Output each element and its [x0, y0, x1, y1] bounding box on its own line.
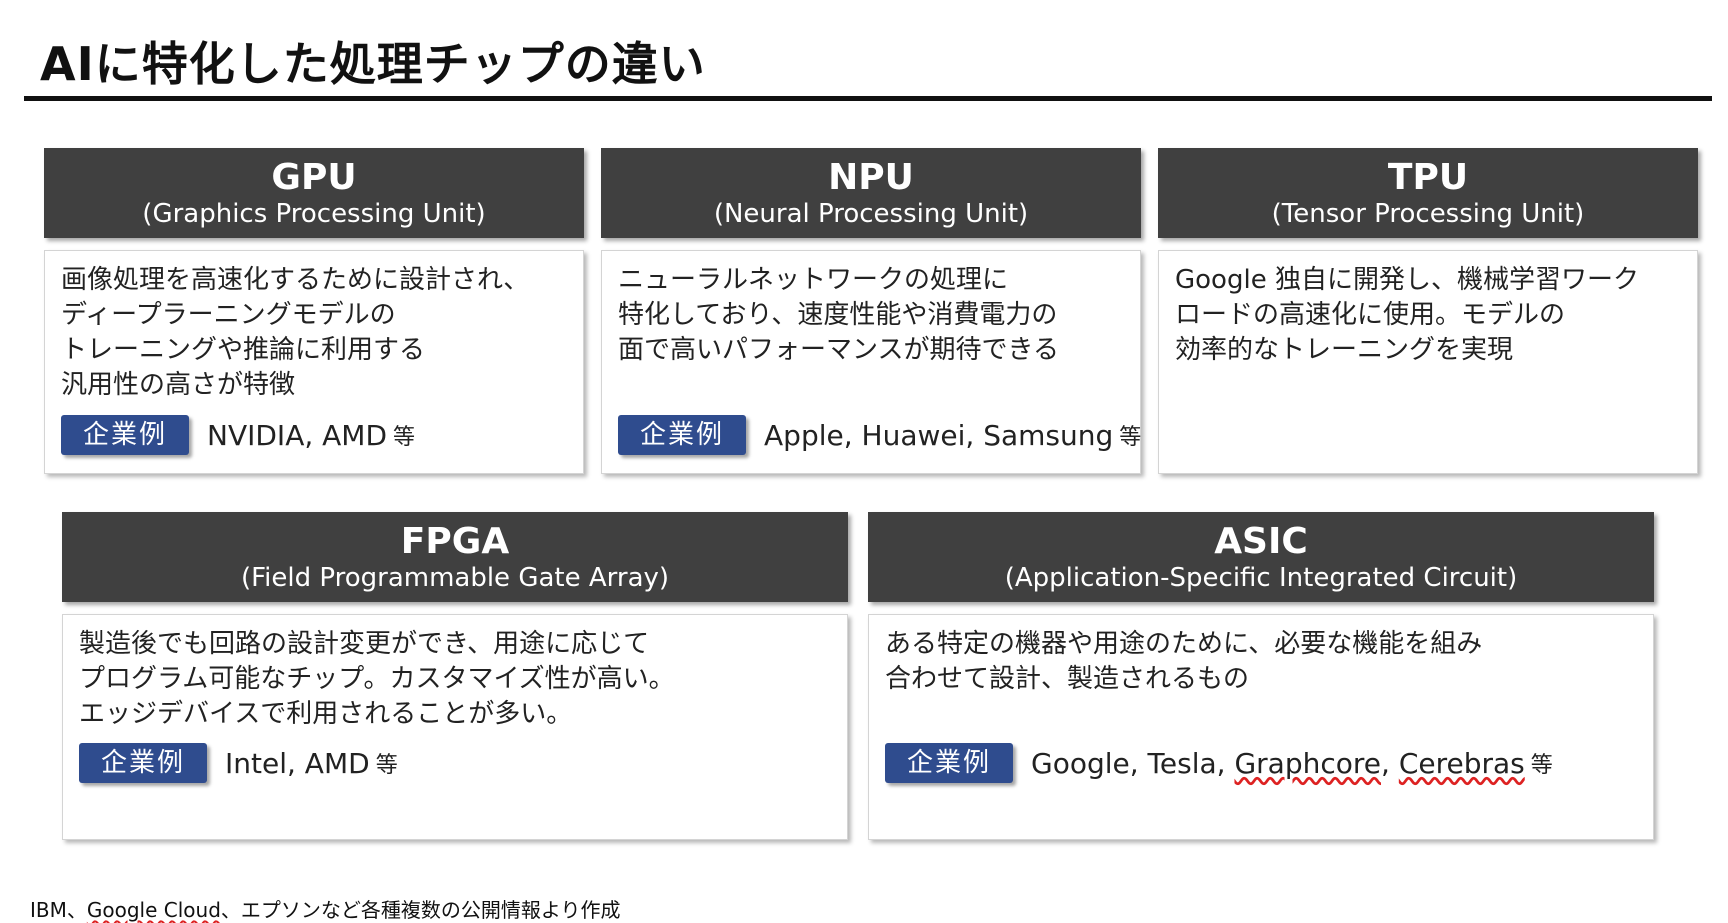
description-line: 合わせて設計、製造されるもの — [885, 664, 1250, 694]
chip-card-gpu: GPU (Graphics Processing Unit) 画像処理を高速化す… — [44, 148, 584, 474]
description-line: 特化しており、速度性能や消費電力の — [618, 300, 1058, 330]
description-line: 汎用性の高さが特徴 — [61, 370, 296, 400]
chip-name: NPU — [828, 157, 914, 198]
description-line: 効率的なトレーニングを実現 — [1175, 335, 1514, 365]
chip-full-name: (Application-Specific Integrated Circuit… — [1004, 563, 1518, 593]
company-graphcore: Graphcore — [1234, 746, 1381, 780]
company-plain: Google, Tesla, — [1031, 746, 1235, 780]
examples-companies: NVIDIA, AMD — [207, 418, 388, 452]
chip-description: 製造後でも回路の設計変更ができ、用途に応じて プログラム可能なチップ。カスタマイ… — [79, 627, 837, 732]
description-line: エッジデバイスで利用されることが多い。 — [79, 699, 573, 729]
source-footnote: IBM、Google Cloud、エプソンなど各種複数の公開情報より作成 — [30, 894, 621, 923]
chip-description: ある特定の機器や用途のために、必要な機能を組み 合わせて設計、製造されるもの — [885, 627, 1643, 697]
chip-name: TPU — [1387, 157, 1469, 198]
chip-body-gpu: 画像処理を高速化するために設計され、 ディープラーニングモデルの トレーニングや… — [44, 250, 584, 474]
chip-description: 画像処理を高速化するために設計され、 ディープラーニングモデルの トレーニングや… — [61, 263, 573, 403]
examples-companies: Intel, AMD — [225, 746, 370, 780]
chip-header-asic: ASIC (Application-Specific Integrated Ci… — [868, 512, 1654, 602]
chip-body-npu: ニューラルネットワークの処理に 特化しており、速度性能や消費電力の 面で高いパフ… — [601, 250, 1141, 474]
chip-header-fpga: FPGA (Field Programmable Gate Array) — [62, 512, 848, 602]
examples-companies: Google, Tesla, Graphcore, Cerebras — [1031, 747, 1525, 780]
examples-badge: 企業例 — [885, 743, 1014, 783]
footnote-rest: 、エプソンなど各種複数の公開情報より作成 — [220, 898, 621, 922]
description-line: ある特定の機器や用途のために、必要な機能を組み — [885, 629, 1483, 659]
chip-header-gpu: GPU (Graphics Processing Unit) — [44, 148, 584, 238]
examples-suffix: 等 — [393, 425, 416, 450]
description-line: 製造後でも回路の設計変更ができ、用途に応じて — [79, 629, 650, 659]
page-title: AIに特化した処理チップの違い — [40, 37, 706, 91]
company-examples: 企業例 Intel, AMD 等 — [79, 743, 398, 783]
description-line: Google 独自に開発し、機械学習ワーク — [1175, 265, 1639, 295]
examples-suffix: 等 — [375, 753, 398, 778]
footnote-ibm: IBM、 — [30, 898, 87, 922]
company-examples: 企業例 NVIDIA, AMD 等 — [61, 415, 415, 455]
chip-card-npu: NPU (Neural Processing Unit) ニューラルネットワーク… — [601, 148, 1141, 474]
company-cerebras: Cerebras — [1398, 746, 1525, 780]
examples-badge: 企業例 — [61, 415, 190, 455]
title-divider — [24, 96, 1712, 101]
examples-suffix: 等 — [1530, 753, 1553, 778]
chip-description: ニューラルネットワークの処理に 特化しており、速度性能や消費電力の 面で高いパフ… — [618, 263, 1130, 368]
chip-full-name: (Field Programmable Gate Array) — [240, 563, 670, 593]
company-examples: 企業例 Apple, Huawei, Samsung 等 — [618, 415, 1141, 455]
description-line: 画像処理を高速化するために設計され、 — [61, 265, 530, 295]
company-separator: , — [1381, 746, 1399, 780]
chip-full-name: (Graphics Processing Unit) — [142, 199, 486, 229]
chip-header-npu: NPU (Neural Processing Unit) — [601, 148, 1141, 238]
chip-card-tpu: TPU (Tensor Processing Unit) Google 独自に開… — [1158, 148, 1698, 474]
examples-suffix: 等 — [1119, 425, 1142, 450]
chip-description: Google 独自に開発し、機械学習ワーク ロードの高速化に使用。モデルの 効率… — [1175, 263, 1687, 368]
chip-name: ASIC — [1214, 521, 1308, 562]
description-line: ニューラルネットワークの処理に — [618, 265, 1009, 295]
company-examples: 企業例 Google, Tesla, Graphcore, Cerebras 等 — [885, 743, 1553, 783]
chip-header-tpu: TPU (Tensor Processing Unit) — [1158, 148, 1698, 238]
chip-body-tpu: Google 独自に開発し、機械学習ワーク ロードの高速化に使用。モデルの 効率… — [1158, 250, 1698, 474]
chip-card-asic: ASIC (Application-Specific Integrated Ci… — [868, 512, 1654, 840]
description-line: ディープラーニングモデルの — [61, 300, 396, 330]
footnote-google-cloud: Google Cloud — [86, 898, 221, 922]
chip-card-fpga: FPGA (Field Programmable Gate Array) 製造後… — [62, 512, 848, 840]
chip-name: FPGA — [400, 521, 510, 562]
examples-companies: Apple, Huawei, Samsung — [764, 418, 1114, 452]
chip-full-name: (Tensor Processing Unit) — [1271, 199, 1585, 229]
chip-name: GPU — [271, 157, 357, 198]
chip-full-name: (Neural Processing Unit) — [713, 199, 1029, 229]
examples-badge: 企業例 — [618, 415, 747, 455]
description-line: 面で高いパフォーマンスが期待できる — [618, 335, 1059, 365]
chip-body-asic: ある特定の機器や用途のために、必要な機能を組み 合わせて設計、製造されるもの 企… — [868, 614, 1654, 840]
description-line: トレーニングや推論に利用する — [61, 335, 426, 365]
examples-badge: 企業例 — [79, 743, 208, 783]
description-line: ロードの高速化に使用。モデルの — [1175, 300, 1566, 330]
chip-body-fpga: 製造後でも回路の設計変更ができ、用途に応じて プログラム可能なチップ。カスタマイ… — [62, 614, 848, 840]
description-line: プログラム可能なチップ。カスタマイズ性が高い。 — [79, 664, 675, 694]
